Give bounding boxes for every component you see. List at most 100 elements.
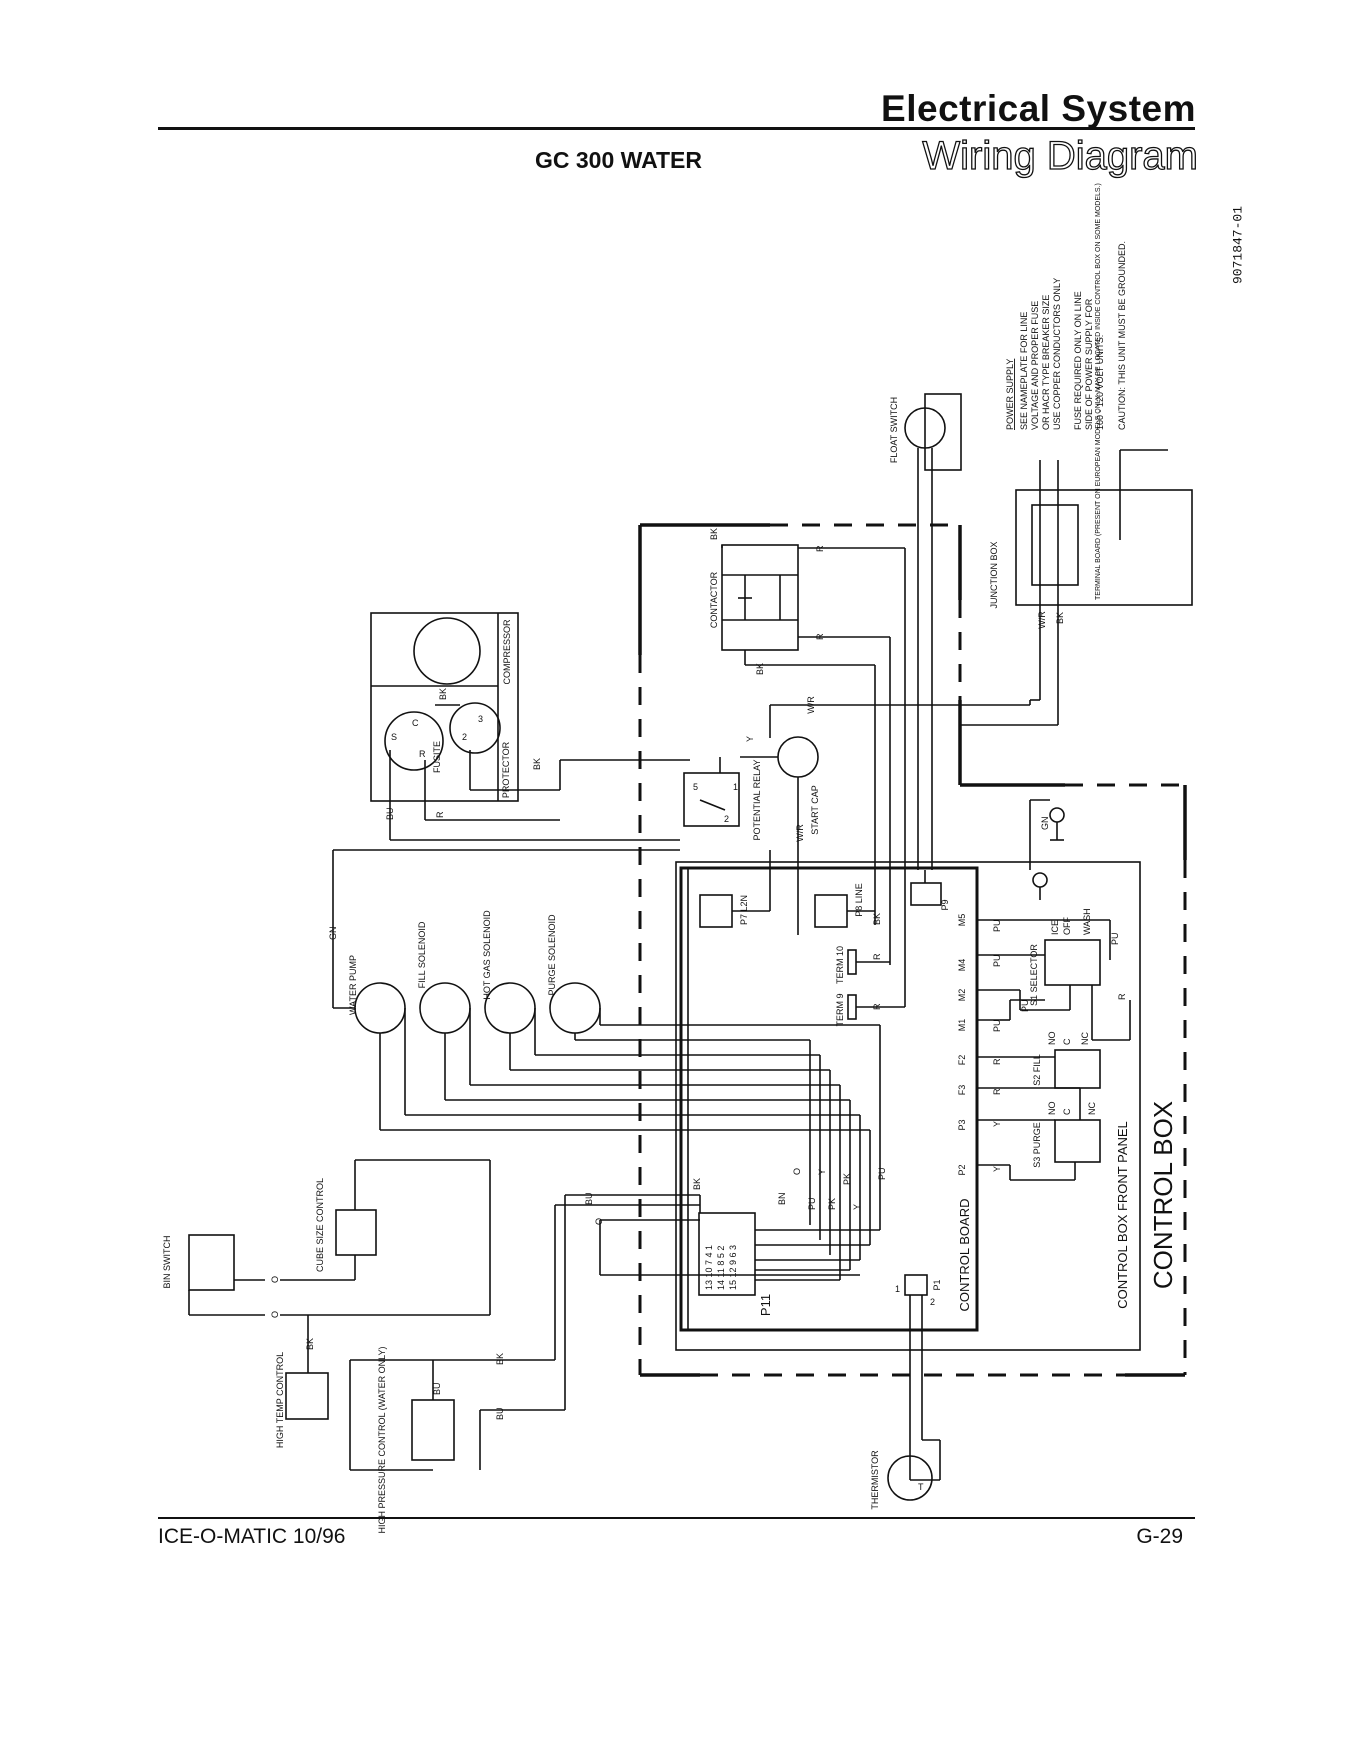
section-title: Electrical System <box>881 88 1196 129</box>
fusite-label: FUSITE <box>432 741 442 773</box>
high-pressure-label: HIGH PRESSURE CONTROL (WATER ONLY) <box>377 1346 387 1533</box>
page-number: G-29 <box>1136 1525 1183 1548</box>
pin-c: C <box>412 718 419 728</box>
wire-bk-jbox: BK <box>1055 612 1065 624</box>
wire-bu-comp: BU <box>385 807 395 820</box>
wire-bn-p11: BN <box>777 1192 787 1205</box>
compressor <box>370 612 519 802</box>
wire-pk-board: PK <box>827 1198 837 1210</box>
water-pump-label: WATER PUMP <box>348 955 358 1015</box>
junction-wires <box>960 449 1168 726</box>
pin-m1: M1 <box>957 1019 967 1032</box>
safety-wires <box>188 1159 860 1471</box>
start-cap-label: START CAP <box>810 785 820 835</box>
wire-pu-selector2: PU <box>1020 999 1030 1012</box>
float-switch-label: FLOAT SWITCH <box>889 397 899 463</box>
thermistor-wires <box>909 1295 941 1481</box>
high-temp-control <box>285 1372 329 1420</box>
control-board-outline <box>679 866 979 1332</box>
fuse-line-2: 100 - 120 VOLT UNITS. <box>1095 335 1105 430</box>
wire-o-board: O <box>792 1168 802 1175</box>
pin-f2: F2 <box>957 1055 967 1066</box>
p8-label: P8 LINE <box>854 883 864 917</box>
p11-row-2: 15 12 9 6 3 <box>728 1245 738 1290</box>
wire-y-cap: Y <box>745 736 755 742</box>
wire-bk-contactor2: BK <box>755 663 765 675</box>
selector-label: S1 SELECTOR <box>1029 944 1039 1006</box>
water-pump-symbol <box>354 982 406 1034</box>
junction-box <box>1015 489 1193 606</box>
junction-box-label: JUNCTION BOX <box>989 541 999 608</box>
control-box-label: CONTROL BOX <box>1148 1101 1178 1289</box>
wire-bk-hp: BK <box>495 1353 505 1365</box>
purge-nc: NC <box>1087 1102 1097 1115</box>
pin-m4: M4 <box>957 959 967 972</box>
header-rule <box>158 127 1195 130</box>
wire-r-term10: R <box>872 953 882 960</box>
purge-switch[interactable] <box>1054 1119 1101 1163</box>
relay-pin-5: 5 <box>693 782 698 792</box>
p11-connector <box>698 1212 756 1296</box>
power-line-0: SEE NAMEPLATE FOR LINE <box>1019 312 1029 430</box>
p1-pin-2: 2 <box>930 1297 935 1307</box>
selector-switch[interactable] <box>1044 939 1101 986</box>
p11-row-0: 13 10 7 4 1 <box>704 1245 714 1290</box>
p1-connector <box>904 1274 928 1296</box>
contactor <box>721 544 799 651</box>
control-board-label: CONTROL BOARD <box>957 1199 972 1312</box>
wire-bk-p8: BK <box>872 913 882 925</box>
p11-row-1: 14 11 8 5 2 <box>716 1246 726 1290</box>
start-cap <box>777 736 819 778</box>
sw-off: OFF <box>1062 917 1072 935</box>
p7-label: P7 L2N <box>739 895 749 925</box>
pin-p2: P2 <box>957 1164 967 1175</box>
p9-connector <box>910 882 942 906</box>
float-switch <box>904 407 946 449</box>
wire-pu-board: PU <box>807 1197 817 1210</box>
footer-publisher: ICE-O-MATIC 10/96 <box>158 1525 346 1548</box>
pin-2: 2 <box>462 732 467 742</box>
wire-o-bin2: O <box>270 1311 280 1318</box>
front-panel-label: CONTROL BOX FRONT PANEL <box>1115 1121 1130 1309</box>
wire-bu-hp2: BU <box>495 1407 505 1420</box>
power-supply-notes: POWER SUPPLY SEE NAMEPLATE FOR LINE VOLT… <box>1005 241 1127 430</box>
fill-switch[interactable] <box>1054 1049 1101 1089</box>
wire-bk-comp2: BK <box>438 688 448 700</box>
compressor-wires <box>389 704 690 841</box>
pin-m5: M5 <box>957 914 967 927</box>
caution-text: CAUTION: THIS UNIT MUST BE GROUNDED. <box>1117 241 1127 430</box>
bin-switch-label: BIN SWITCH <box>162 1236 172 1289</box>
p8-connector <box>814 894 848 928</box>
power-line-2: OR HACR TYPE BREAKER SIZE <box>1041 295 1051 430</box>
wire-r-f2: R <box>992 1058 1002 1065</box>
pin-p3: P3 <box>957 1119 967 1130</box>
potential-relay <box>683 772 740 827</box>
wire-wr-jbox: W/R <box>1037 611 1047 629</box>
term10 <box>847 949 857 975</box>
potential-relay-label: POTENTIAL RELAY <box>752 759 762 840</box>
footer-rule <box>158 1517 1195 1519</box>
contactor-wires <box>721 545 906 965</box>
hot-gas-solenoid-label: HOT GAS SOLENOID <box>482 910 492 1000</box>
switch-wires <box>1000 919 1131 1181</box>
wire-r-f3: R <box>992 1088 1002 1095</box>
sw-ice: ICE <box>1050 920 1060 935</box>
thermistor-symbol <box>887 1455 933 1501</box>
relay-pin-2: 2 <box>724 814 729 824</box>
wire-y-board2: Y <box>852 1204 862 1210</box>
p9-label: P9 <box>940 899 950 910</box>
wire-r-selector: R <box>1117 993 1127 1000</box>
cap-wires <box>719 704 1030 935</box>
control-box-outline <box>638 523 1187 1377</box>
wire-pu-m1: PU <box>992 1019 1002 1032</box>
p1-pin-1: 1 <box>895 1284 900 1294</box>
high-pressure-control <box>411 1399 455 1461</box>
relay-pin-1: 1 <box>733 782 738 792</box>
wire-pk-board2: PK <box>842 1173 852 1185</box>
wire-o-p11: O <box>594 1218 604 1225</box>
cube-size-control <box>335 1209 377 1256</box>
p1-label: P1 <box>932 1279 942 1290</box>
wire-bu-p11: BU <box>584 1192 594 1205</box>
pin-m2: M2 <box>957 989 967 1002</box>
